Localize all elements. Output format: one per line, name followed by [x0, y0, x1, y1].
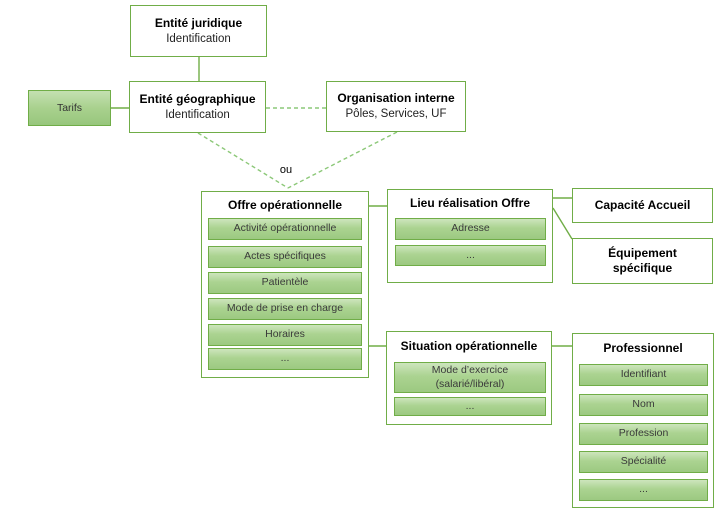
- attribute-item: Profession: [579, 423, 708, 445]
- attribute-item: ...: [579, 479, 708, 501]
- node-subtitle: Identification: [166, 32, 231, 45]
- node-capacite-accueil: Capacité Accueil: [572, 188, 713, 223]
- attribute-item: Mode d’exercice (salarié/libéral): [394, 362, 546, 393]
- node-situation-operationnelle: Situation opérationnelle Mode d’exercice…: [386, 331, 552, 425]
- node-title: Lieu réalisation Offre: [409, 196, 531, 210]
- node-subtitle: Pôles, Services, UF: [345, 108, 447, 121]
- node-title: Organisation interne: [337, 91, 455, 106]
- node-lieu-realisation-offre: Lieu réalisation Offre Adresse ...: [387, 189, 553, 283]
- node-title: Équipement spécifique: [608, 246, 677, 275]
- attribute-item: Nom: [579, 394, 708, 416]
- attribute-item: Mode de prise en charge: [208, 298, 362, 320]
- node-title: Entité géographique: [139, 91, 256, 106]
- node-title: Offre opérationnelle: [227, 198, 343, 212]
- attribute-item: Spécialité: [579, 451, 708, 473]
- connector-lieu-equipement: [552, 207, 573, 240]
- attribute-item: Identifiant: [579, 364, 708, 386]
- node-tarifs: Tarifs: [28, 90, 111, 126]
- attribute-item: ...: [395, 245, 546, 266]
- node-entite-juridique: Entité juridique Identification: [130, 5, 267, 57]
- attribute-item: ...: [394, 397, 546, 416]
- attribute-item: ...: [208, 348, 362, 370]
- node-title: Situation opérationnelle: [400, 339, 538, 353]
- node-subtitle: Identification: [165, 108, 230, 121]
- node-title: Capacité Accueil: [594, 198, 691, 212]
- attribute-item: Horaires: [208, 324, 362, 346]
- attribute-item: Patientèle: [208, 272, 362, 294]
- connector-geographique-offre-dashed: [197, 132, 289, 189]
- connector-organisation-offre-dashed: [287, 131, 398, 189]
- or-label: ou: [279, 164, 293, 176]
- node-equipement-specifique: Équipement spécifique: [572, 238, 713, 284]
- attribute-item: Activité opérationnelle: [208, 218, 362, 240]
- attribute-item: Adresse: [395, 218, 546, 240]
- node-organisation-interne: Organisation interne Pôles, Services, UF: [326, 81, 466, 132]
- node-title: Professionnel: [603, 341, 683, 355]
- attribute-item: Actes spécifiques: [208, 246, 362, 268]
- node-offre-operationnelle: Offre opérationnelle Activité opérationn…: [201, 191, 369, 378]
- node-title: Entité juridique: [154, 15, 243, 30]
- node-entite-geographique: Entité géographique Identification: [129, 81, 266, 133]
- node-label: Tarifs: [56, 102, 83, 114]
- node-professionnel: Professionnel Identifiant Nom Profession…: [572, 333, 714, 508]
